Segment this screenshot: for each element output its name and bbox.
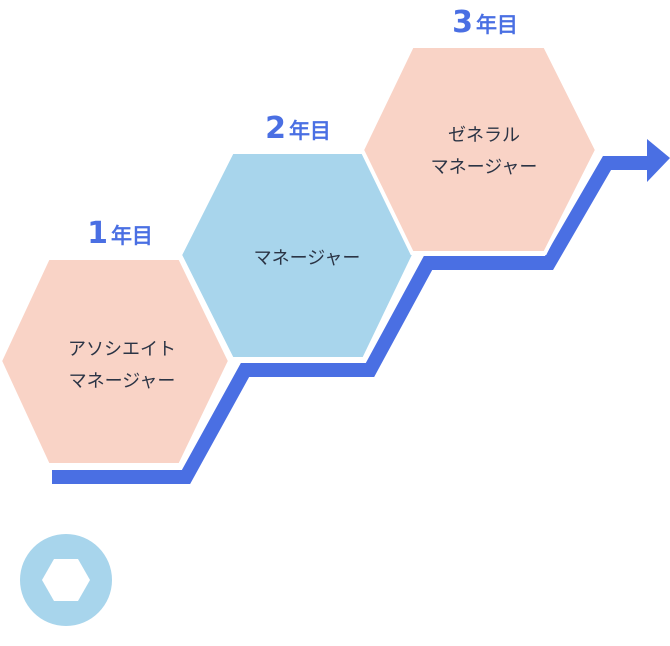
staircase-line xyxy=(52,156,650,484)
step-3-title: ゼネラル xyxy=(448,125,520,146)
arrow-right-icon xyxy=(647,139,670,182)
hexagon-step-3 xyxy=(359,44,600,255)
step-1-subtitle: マネージャー xyxy=(69,371,176,392)
hexagon-badge-icon xyxy=(20,534,112,626)
badge-hexagon-cutout xyxy=(42,559,90,601)
step-1-title: アソシエイト xyxy=(68,339,176,360)
step-2-title: マネージャー xyxy=(254,248,361,269)
hexagon-step-1 xyxy=(0,256,233,467)
career-staircase xyxy=(52,139,670,484)
step-3-subtitle: マネージャー xyxy=(431,157,538,178)
